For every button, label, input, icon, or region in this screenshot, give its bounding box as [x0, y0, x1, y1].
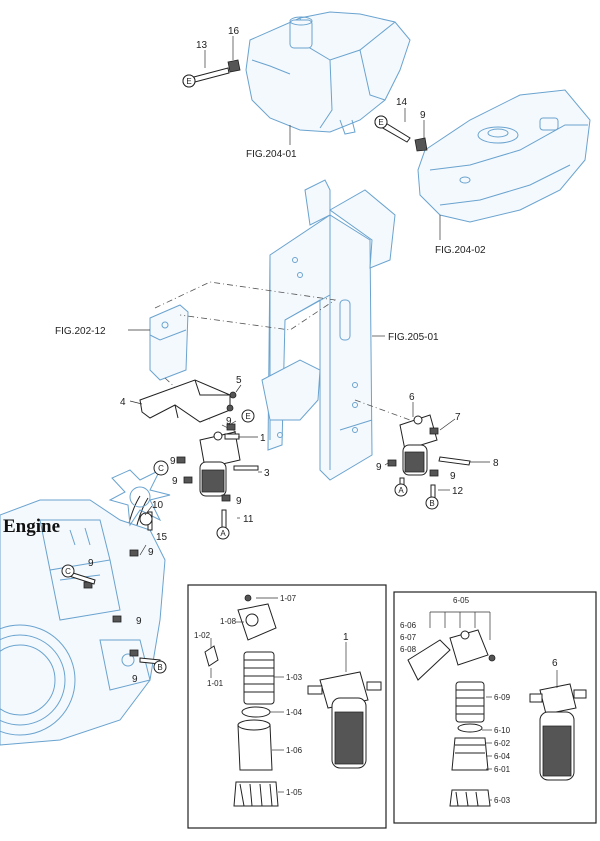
marker-e-3: E [245, 412, 250, 421]
part-6-03: 6-03 [494, 796, 511, 805]
part-6-02: 6-02 [494, 739, 511, 748]
callout-16: 16 [228, 26, 240, 37]
fig-204-01-label: FIG.204-01 [246, 149, 297, 160]
part-1-01: 1-01 [207, 679, 224, 688]
callout-6: 6 [409, 392, 415, 403]
callout-13: 13 [196, 40, 208, 51]
part-6-05: 6-05 [453, 596, 470, 605]
small-fittings [83, 391, 439, 657]
part-6-08: 6-08 [400, 645, 417, 654]
callout-9-top: 9 [420, 110, 426, 121]
callout-leaders [128, 36, 490, 556]
callout-11: 11 [243, 514, 254, 525]
fuel-filter-right [399, 414, 438, 476]
marker-a-2: A [398, 486, 404, 495]
callout-9-i: 9 [136, 616, 142, 627]
detail-box-filter-6: 6-05 6-06 6-07 6-08 6-09 6-10 6-02 6-04 … [393, 591, 597, 824]
part-6-01: 6-01 [494, 765, 511, 774]
clamp-16 [227, 59, 241, 73]
marker-e-2: E [378, 118, 383, 127]
fuel-filter-left [199, 431, 241, 497]
callout-9-f: 9 [450, 471, 456, 482]
filter-bracket-part [139, 379, 231, 423]
callout-12: 12 [452, 486, 464, 497]
part-6-09: 6-09 [494, 693, 511, 702]
callout-9-j: 9 [132, 674, 138, 685]
callout-9-c: 9 [172, 476, 178, 487]
bolts-vertical [147, 477, 436, 531]
part-1-08: 1-08 [220, 617, 237, 626]
part-1-03: 1-03 [286, 673, 303, 682]
callout-3: 3 [264, 468, 270, 479]
callout-4: 4 [120, 397, 126, 408]
detail-1-title: 1 [343, 632, 349, 643]
fig-205-01-label: FIG.205-01 [388, 332, 439, 343]
part-6-06: 6-06 [400, 621, 417, 630]
fuel-tank-illustration [245, 11, 411, 135]
tank-cover-illustration [417, 89, 591, 223]
callout-numbers: 13 16 14 9 5 4 9 1 9 3 9 9 11 6 7 8 9 9 … [88, 26, 499, 685]
callout-15: 15 [156, 532, 168, 543]
marker-c-2: C [65, 567, 71, 576]
figure-references: FIG.204-01 FIG.204-02 FIG.205-01 FIG.202… [55, 149, 486, 343]
callout-10: 10 [152, 500, 164, 511]
callout-1: 1 [260, 433, 266, 444]
engine-illustration [0, 468, 171, 746]
clamp-9-top [414, 137, 428, 152]
fig-202-12-label: FIG.202-12 [55, 326, 106, 337]
callout-5: 5 [236, 375, 242, 386]
engine-label: Engine [3, 516, 60, 537]
callout-9-h: 9 [88, 558, 94, 569]
callout-9-a: 9 [226, 416, 232, 427]
callout-9-b: 9 [170, 456, 176, 467]
marker-a-1: A [220, 529, 226, 538]
part-1-04: 1-04 [286, 708, 303, 717]
part-6-07: 6-07 [400, 633, 417, 642]
frame-bracket-illustration [261, 179, 396, 481]
callout-7: 7 [455, 412, 461, 423]
part-1-07: 1-07 [280, 594, 297, 603]
mount-plate-illustration [149, 304, 189, 381]
callout-9-g: 9 [148, 547, 154, 558]
marker-b-1: B [429, 499, 434, 508]
fig-204-02-label: FIG.204-02 [435, 245, 486, 256]
reference-letter-markers: E E E C A A B C B [61, 74, 439, 674]
callout-9-e: 9 [376, 462, 382, 473]
detail-box-filter-1: 1-07 1-08 1-02 1-01 1-03 1-04 1-06 1-05 … [187, 584, 387, 829]
part-6-10: 6-10 [494, 726, 511, 735]
part-1-05: 1-05 [286, 788, 303, 797]
marker-c-1: C [158, 464, 164, 473]
callout-14: 14 [396, 97, 408, 108]
detail-6-title: 6 [552, 658, 558, 669]
marker-b-2: B [157, 663, 162, 672]
part-1-02: 1-02 [194, 631, 211, 640]
part-6-04: 6-04 [494, 752, 511, 761]
callout-9-d: 9 [236, 496, 242, 507]
marker-e-1: E [186, 77, 191, 86]
part-1-06: 1-06 [286, 746, 303, 755]
callout-8: 8 [493, 458, 499, 469]
